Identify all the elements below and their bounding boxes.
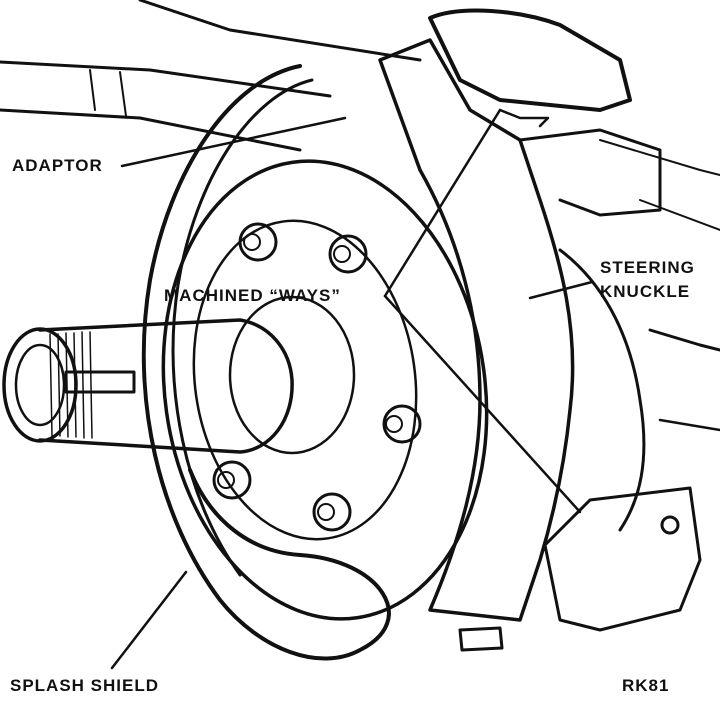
adaptor-leader <box>120 116 347 168</box>
bottom-bolt <box>458 626 504 652</box>
lug-bolt <box>382 404 422 444</box>
lug-bolt <box>328 234 368 274</box>
leader-lines <box>110 108 594 670</box>
knuckle-label: KNUCKLE <box>600 282 691 301</box>
axle-tube <box>0 0 720 231</box>
figure-code: RK81 <box>622 676 670 695</box>
adaptor-label: ADAPTOR <box>12 156 103 175</box>
steering-label: STEERING <box>600 258 695 277</box>
ways-leader-upper <box>383 108 502 298</box>
lug-bolt <box>212 460 252 500</box>
ways-leader-lower <box>383 294 582 514</box>
splash-shield-label: SPLASH SHIELD <box>10 676 160 695</box>
machined-ways-label: MACHINED “WAYS” <box>164 286 341 305</box>
spindle <box>2 318 294 454</box>
splash-shield-leader <box>110 570 188 670</box>
lug-bolt <box>312 492 352 532</box>
rotor-disc <box>161 159 489 621</box>
lug-bolt <box>238 222 278 262</box>
steering-knuckle <box>558 248 720 532</box>
steering-knuckle-leader <box>528 280 594 300</box>
splash-shield <box>141 64 391 661</box>
lug-bolts <box>212 222 422 532</box>
caliper-adaptor <box>378 8 702 632</box>
